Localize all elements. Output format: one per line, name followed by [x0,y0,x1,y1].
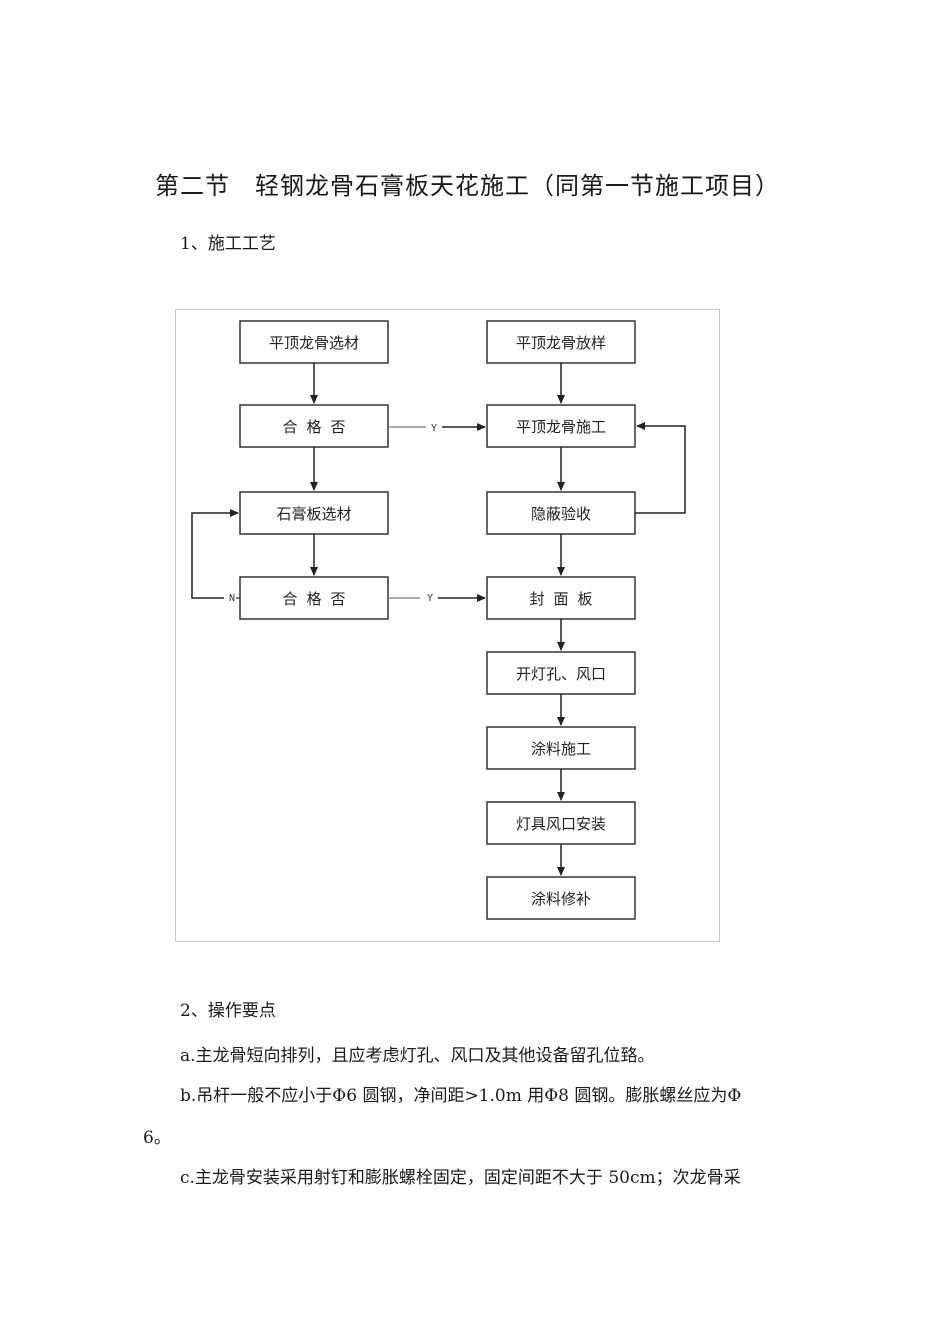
box-paint-repair: 涂料修补 [486,876,636,920]
subheading-process: 1、施工工艺 [180,234,276,254]
label-y-bottom: Y [427,593,433,604]
feedback-loop-right [635,422,686,514]
box-qualified-2: 合 格 否 [239,576,389,620]
box-keel-construction: 平顶龙骨施工 [486,404,636,448]
subheading-key-points: 2、操作要点 [180,1001,276,1021]
box-qualified-1-label: 合 格 否 [282,418,345,436]
box-paint-construction-label: 涂料施工 [531,740,591,758]
paragraph-b-line1: b.吊杆一般不应小于Φ6 圆钢，净间距>1.0m 用Φ8 圆钢。膨胀螺丝应为Φ [180,1086,742,1106]
box-keel-layout-label: 平顶龙骨放样 [516,334,606,352]
box-keel-material: 平顶龙骨选材 [239,320,389,364]
section-title: 第二节 轻钢龙骨石膏板天花施工（同第一节施工项目） [155,172,780,200]
process-flowchart: 平顶龙骨选材 合 格 否 石膏板选材 合 格 否 平顶龙骨放样 平顶龙骨施工 隐… [175,309,720,942]
box-keel-construction-label: 平顶龙骨施工 [516,418,606,436]
box-fixture-install-label: 灯具风口安装 [516,815,606,833]
paragraph-b-line2: 6。 [143,1128,171,1148]
box-cover-board: 封 面 板 [486,576,636,620]
box-qualified-2-label: 合 格 否 [282,590,345,608]
paragraph-a: a.主龙骨短向排列，且应考虑灯孔、风口及其他设备留孔位臵。 [180,1046,655,1066]
box-open-holes: 开灯孔、风口 [486,651,636,695]
box-paint-construction: 涂料施工 [486,726,636,770]
box-cover-board-label: 封 面 板 [529,590,592,608]
box-concealed-inspection: 隐蔽验收 [486,491,636,535]
box-qualified-1: 合 格 否 [239,404,389,448]
box-keel-material-label: 平顶龙骨选材 [269,334,359,352]
box-gypsum-material: 石膏板选材 [239,491,389,535]
paragraph-c-line1: c.主龙骨安装采用射钉和膨胀螺栓固定，固定间距不大于 50cm；次龙骨采 [180,1168,741,1188]
label-n-bottom: N [229,593,235,604]
box-open-holes-label: 开灯孔、风口 [516,665,606,683]
box-paint-repair-label: 涂料修补 [531,890,591,908]
box-concealed-inspection-label: 隐蔽验收 [531,505,591,523]
label-y-top: Y [431,423,437,434]
box-fixture-install: 灯具风口安装 [486,801,636,845]
box-keel-layout: 平顶龙骨放样 [486,320,636,364]
box-gypsum-material-label: 石膏板选材 [276,505,351,523]
feedback-loop-left [191,509,239,599]
